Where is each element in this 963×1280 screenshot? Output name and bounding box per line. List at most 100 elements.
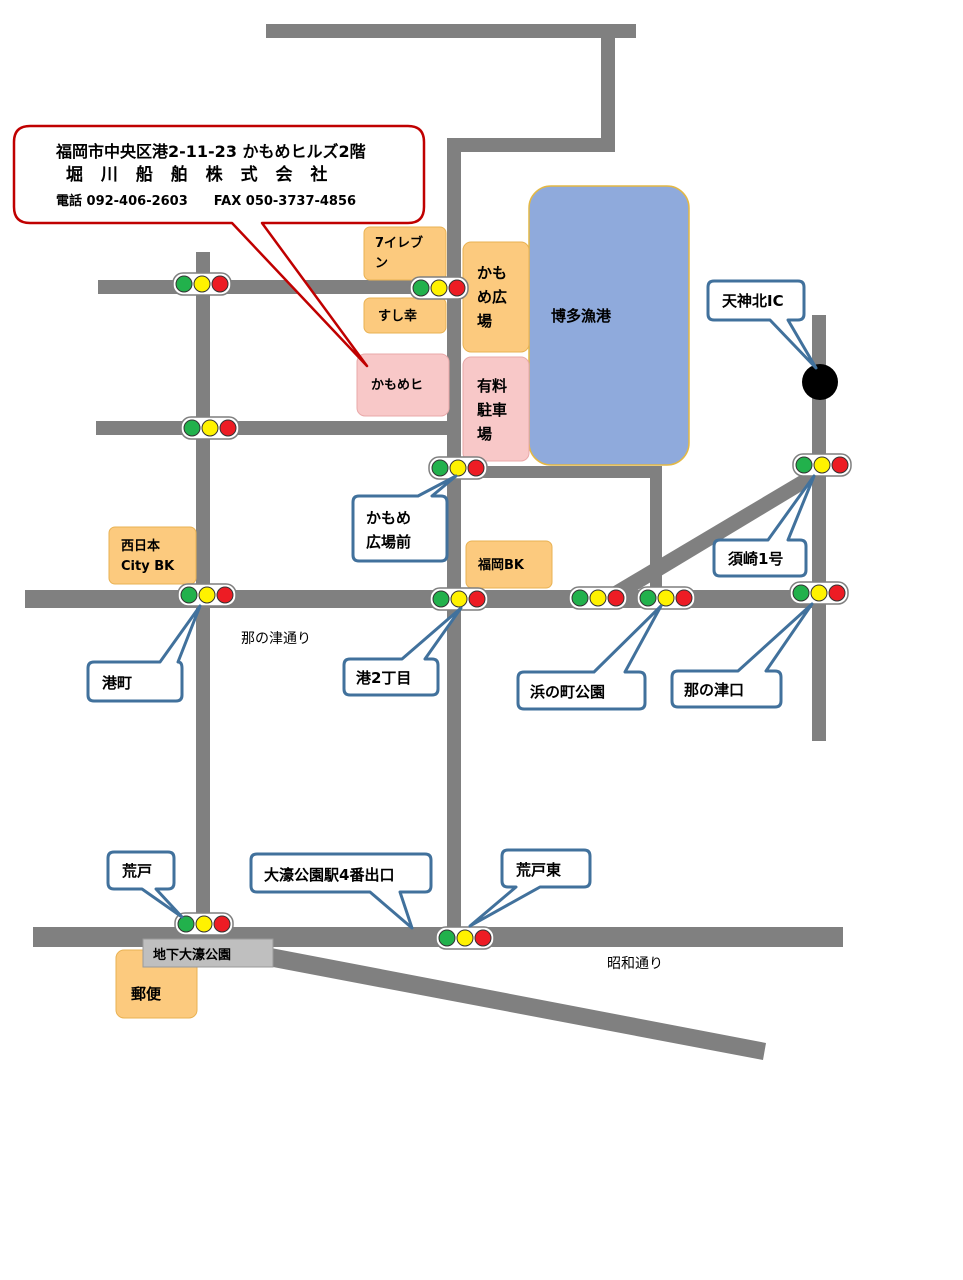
signal-green-light [177, 915, 195, 933]
signal-red-light [675, 589, 693, 607]
signal-green-light [438, 929, 456, 947]
signal-green-light [792, 584, 810, 602]
callout-nanotsuguchi [670, 602, 814, 709]
callout-ohori-exit4 [249, 852, 433, 930]
sushi-building [363, 297, 447, 334]
signal-green-light [180, 586, 198, 604]
post-office-label: 郵便 [131, 985, 162, 1003]
callout-tenjin-kita-ic-label: 天神北IC [722, 292, 784, 310]
callout-minatomachi [86, 604, 202, 703]
signal-yellow-light [589, 589, 607, 607]
signal-kamome-east [409, 276, 469, 300]
road-main-vertical [447, 138, 461, 940]
callout-suzaki-1-label: 須崎1号 [727, 550, 783, 568]
callout-minato-2chome-label: 港2丁目 [356, 669, 411, 687]
road-label-showa: 昭和通り [607, 956, 663, 972]
signal-yellow-light [198, 586, 216, 604]
road-suzaki-diagonal [607, 470, 817, 600]
signal-minato-2chome [429, 587, 489, 611]
road-label-nanotsu: 那の津通り [241, 631, 311, 647]
signal-yellow-light [449, 459, 467, 477]
seven-eleven-label-line1: 7イレブ [375, 235, 423, 251]
signal-green-light [412, 279, 430, 297]
signal-mid-west [180, 416, 240, 440]
signal-green-light [639, 589, 657, 607]
company-address: 福岡市中央区港2-11-23 かもめヒルズ2階 [55, 142, 366, 161]
signal-nanotsuguchi [789, 581, 849, 605]
callout-kamome-hiroba-mae-label-line2: 広場前 [366, 533, 411, 551]
road-top-horizontal [266, 24, 636, 38]
fukuoka-bk-building [465, 540, 553, 589]
callout-arato [106, 850, 184, 919]
signal-red-light [211, 275, 229, 293]
signal-yellow-light [450, 590, 468, 608]
signal-green-light [432, 590, 450, 608]
kamome-hiroba-label-line2: め広 [477, 288, 507, 306]
kamome-hiroba-label-line3: 場 [477, 312, 492, 330]
kamome-hills-label: かもめヒ [371, 378, 423, 393]
seven-eleven-label-line2: ン [375, 256, 388, 271]
signal-yellow-light [201, 419, 219, 437]
parking-label-line1: 有料 [477, 377, 507, 395]
signal-red-light [468, 590, 486, 608]
callout-tenjin-kita-ic [706, 279, 818, 370]
signal-yellow-light [813, 456, 831, 474]
parking-label-line2: 駐車 [477, 401, 507, 419]
signal-yellow-light [195, 915, 213, 933]
signal-green-light [175, 275, 193, 293]
kamome-hiroba-label-line1: かも [477, 264, 507, 282]
callout-minato-2chome [342, 606, 463, 697]
signal-yellow-light [810, 584, 828, 602]
road-upper-horizontal [447, 138, 615, 152]
company-info-callout [12, 124, 426, 368]
callout-arato-higashi [468, 848, 592, 928]
callout-kamome-hiroba-mae [351, 474, 458, 563]
company-name: 堀 川 船 舶 株 式 会 社 [66, 164, 333, 185]
signal-red-light [219, 419, 237, 437]
signal-green-light [795, 456, 813, 474]
kamome-hills-building [356, 353, 450, 417]
signal-hamanomachi-west [568, 586, 628, 610]
signal-minatomachi [177, 583, 237, 607]
traffic-signals [172, 272, 852, 950]
road-port-side-horizontal [454, 466, 660, 478]
signal-red-light [831, 456, 849, 474]
callout-hamanomachi-park [516, 604, 663, 711]
nishinihon-city-bk-label-line1: 西日本 [121, 538, 160, 554]
nishinihon-city-bk-label-line2: City BK [121, 559, 175, 574]
port-building [528, 185, 690, 466]
road-top-right-vertical [601, 24, 615, 152]
callout-hamanomachi-park-label: 浜の町公園 [530, 683, 605, 701]
road-kamome-horizontal [98, 280, 460, 294]
signal-red-light [467, 459, 485, 477]
signal-yellow-light [657, 589, 675, 607]
signal-red-light [216, 586, 234, 604]
signal-red-light [828, 584, 846, 602]
callout-ohori-exit4-label: 大濠公園駅4番出口 [264, 866, 394, 884]
callout-minatomachi-label: 港町 [102, 674, 132, 692]
road-right-vertical [812, 315, 826, 741]
signal-yellow-light [430, 279, 448, 297]
signal-green-light [183, 419, 201, 437]
callout-labels: 天神北IC かもめ 広場前 須崎1号 港町 港2丁目 浜の町公園 那の津口 荒戸… [102, 292, 784, 884]
signal-kamome-hiroba-mae [428, 456, 488, 480]
callout-nanotsuguchi-label: 那の津口 [684, 681, 744, 699]
road-southeast-diagonal [236, 942, 766, 1060]
signal-arato [174, 912, 234, 936]
nishinihon-city-bk-building [108, 526, 197, 585]
tenjin-kita-ic-marker [802, 364, 838, 400]
port-label: 博多漁港 [551, 307, 612, 325]
callout-kamome-hiroba-mae-label-line1: かもめ [366, 509, 411, 527]
signal-red-light [213, 915, 231, 933]
signal-red-light [474, 929, 492, 947]
signal-suzaki-1 [792, 453, 852, 477]
signal-yellow-light [193, 275, 211, 293]
signal-kamome-west [172, 272, 232, 296]
fukuoka-bk-label: 福岡BK [477, 557, 525, 573]
parking-label-line3: 場 [477, 425, 492, 443]
signal-red-light [607, 589, 625, 607]
parking-building [462, 356, 530, 462]
signal-green-light [431, 459, 449, 477]
signal-yellow-light [456, 929, 474, 947]
